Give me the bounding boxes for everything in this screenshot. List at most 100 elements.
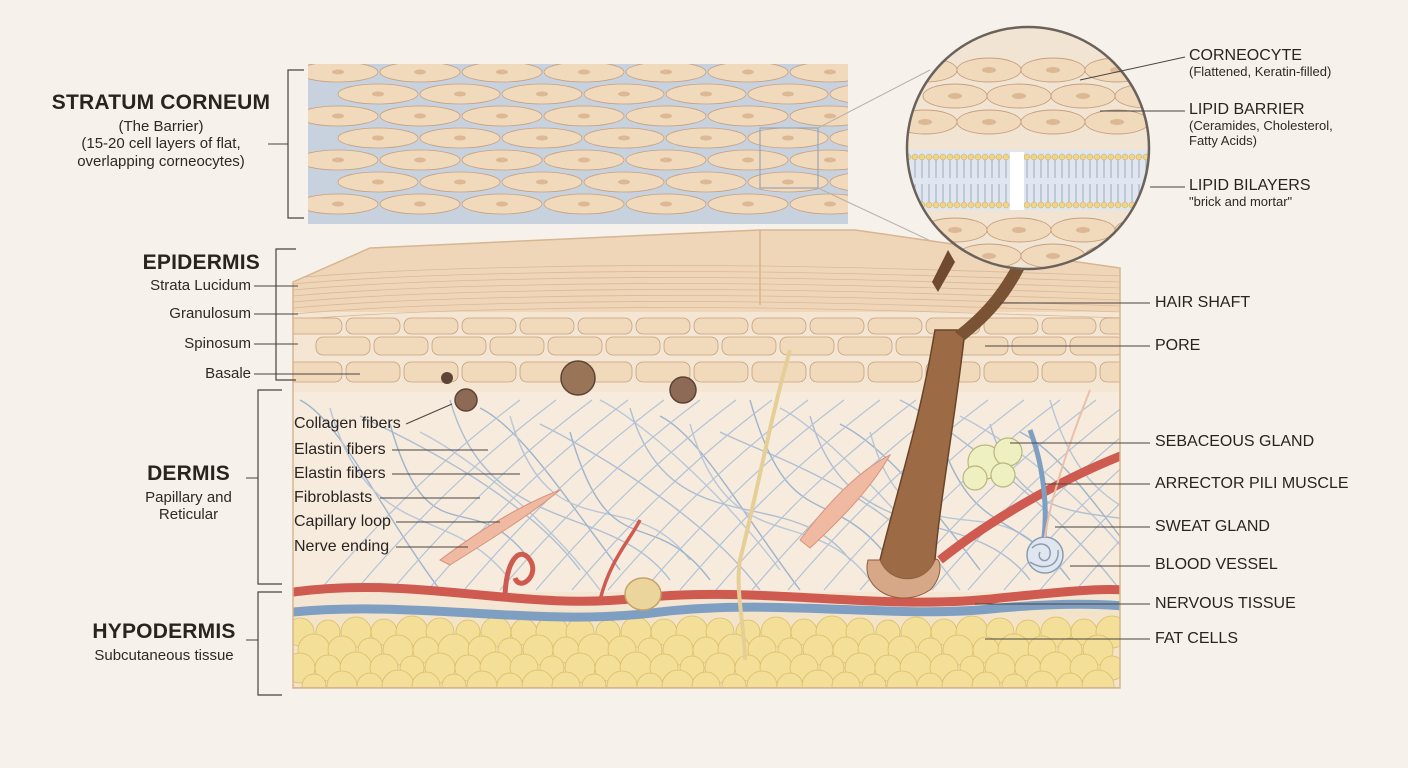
- inset-nucleus: [1046, 67, 1060, 73]
- epidermal-cell: [403, 317, 459, 335]
- epidermal-cell: [635, 361, 691, 383]
- stratum-corneum-block: [308, 64, 876, 224]
- fiber-strand: [355, 399, 557, 591]
- corneocyte-nucleus: [536, 135, 548, 141]
- hair-shaft: [932, 250, 955, 292]
- elastin-muscle-strand: [439, 489, 561, 566]
- inset-nucleus: [1110, 253, 1124, 259]
- capillary-branch: [598, 519, 642, 601]
- fat-cell: [916, 672, 944, 688]
- fiber-strand: [499, 399, 701, 591]
- lipid-head: [1128, 153, 1136, 161]
- lipid-head: [995, 201, 1003, 209]
- fiber-strand: [571, 399, 773, 591]
- lipid-head: [946, 153, 954, 161]
- label-collagen-fibers: Collagen fibers: [294, 415, 401, 432]
- inset-nucleus: [982, 119, 996, 125]
- corneocyte-nucleus: [864, 92, 876, 97]
- label-corneocyte: CORNEOCYTE (Flattened, Keratin-filled): [1189, 47, 1331, 80]
- lipid-head: [1058, 201, 1066, 209]
- inset-nucleus: [1076, 227, 1090, 233]
- epidermal-cell: [635, 317, 691, 335]
- fiber-strand: [787, 399, 989, 591]
- epidermal-cell: [1099, 317, 1120, 335]
- label-hair-shaft: HAIR SHAFT: [1155, 294, 1251, 311]
- corneocyte-nucleus: [414, 113, 426, 119]
- lipid-head: [1135, 153, 1143, 161]
- lipid-head: [981, 201, 989, 209]
- lipid-head: [1086, 153, 1094, 161]
- label-elastin-fibers-1: Elastin fibers: [294, 441, 386, 458]
- epidermal-cell: [373, 336, 429, 356]
- corneocyte-nucleus: [660, 113, 672, 119]
- surface-ridge: [293, 307, 1120, 321]
- fat-cells-group: [293, 615, 1120, 688]
- lipid-head: [1072, 201, 1080, 209]
- inset-nucleus: [1174, 67, 1188, 73]
- nerve-fiber: [736, 349, 792, 661]
- corneocyte-nucleus: [496, 113, 508, 119]
- fat-cell: [606, 670, 638, 688]
- corneocyte-nucleus: [864, 180, 876, 185]
- fat-cell: [861, 673, 887, 688]
- corneocyte-nucleus: [414, 201, 426, 207]
- epidermal-cells: [293, 317, 1120, 383]
- fat-cell: [831, 671, 861, 688]
- fiber-strand: [391, 399, 593, 591]
- corneocyte-title: CORNEOCYTE: [1189, 47, 1302, 64]
- corneocyte-nucleus: [742, 113, 754, 119]
- dermis-label: DERMIS Papillary and Reticular: [130, 462, 247, 524]
- inset-nucleus: [918, 119, 932, 125]
- fat-cell: [971, 671, 1001, 688]
- epidermal-cell: [693, 317, 749, 335]
- lipid-head: [1002, 153, 1010, 161]
- fat-cell: [466, 670, 498, 688]
- lipid-head: [907, 201, 912, 209]
- dermis-line-2: Reticular: [158, 506, 219, 524]
- epidermal-cell: [983, 361, 1039, 383]
- corneocyte-nucleus: [742, 157, 754, 163]
- bilayer-callout-box: [759, 69, 951, 251]
- corneocyte-nucleus: [864, 136, 876, 141]
- corneocyte-nucleus: [742, 201, 754, 207]
- lipid-head: [1100, 153, 1108, 161]
- corneocyte-cell: [829, 129, 848, 147]
- label-nerve-ending: Nerve ending: [294, 538, 390, 555]
- epidermal-cell: [867, 361, 923, 383]
- fiber-strand: [389, 423, 531, 561]
- fiber-strand: [679, 399, 881, 591]
- corneocyte-nucleus: [414, 69, 426, 75]
- lipid-head: [925, 201, 933, 209]
- corneocyte-nucleus: [332, 69, 344, 75]
- magnified-inset: [905, 25, 1188, 271]
- fat-cell: [636, 672, 664, 688]
- corneocyte-nucleus: [618, 179, 630, 185]
- inset-nucleus: [1174, 253, 1188, 259]
- lipid-head: [932, 201, 940, 209]
- corneocyte-nucleus: [782, 135, 794, 141]
- fiber-strand: [539, 423, 761, 591]
- epidermal-cell: [1041, 317, 1097, 335]
- corneocyte-nucleus: [372, 91, 384, 97]
- stratum-corneum-line-3: overlapping corneocytes): [77, 152, 245, 170]
- lipid-head: [1093, 153, 1101, 161]
- fiber-strand: [643, 399, 845, 591]
- label-nervous-tissue: NERVOUS TISSUE: [1155, 595, 1296, 612]
- fat-cell: [1081, 669, 1115, 688]
- lipid-barrier-detail-2: Fatty Acids): [1189, 133, 1257, 149]
- lipid-head: [1051, 153, 1059, 161]
- corneocyte-nucleus: [660, 69, 672, 75]
- fat-cell: [581, 673, 607, 688]
- lipid-head: [1030, 201, 1038, 209]
- lipid-head: [1023, 153, 1031, 161]
- lipid-head: [918, 153, 926, 161]
- leader-lines: [246, 56, 1186, 641]
- lipid-head: [974, 201, 982, 209]
- epidermal-cell: [605, 336, 661, 356]
- corneocyte-cell: [829, 85, 848, 103]
- inset-nucleus: [1012, 93, 1026, 99]
- stratum-corneum-title: STRATUM CORNEUM: [51, 91, 271, 114]
- epidermal-cell: [293, 361, 343, 383]
